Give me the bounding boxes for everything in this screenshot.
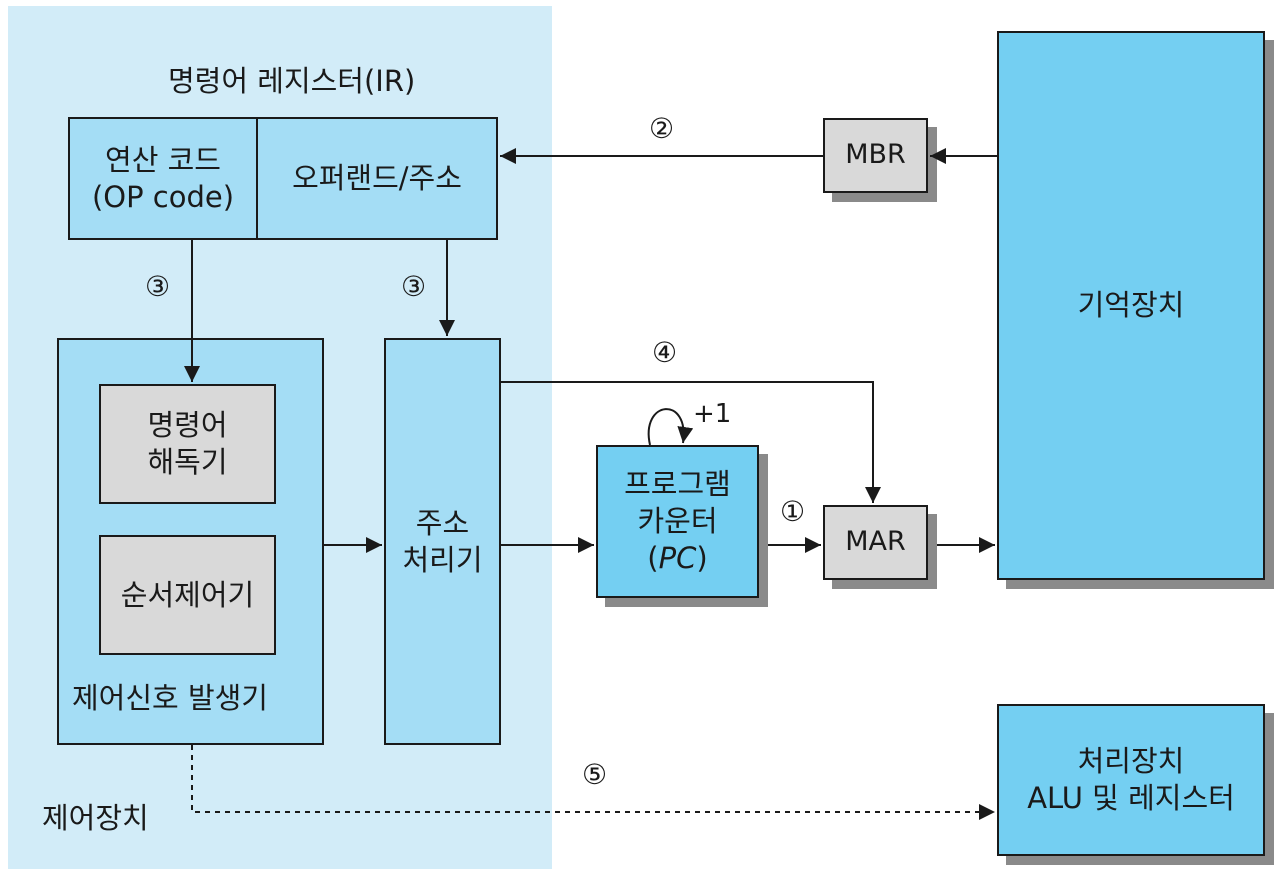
mar-register: MAR: [823, 505, 928, 580]
opcode-label-en: (OP code): [91, 179, 235, 214]
address-processor-label-2: 처리기: [402, 542, 483, 577]
memory-unit: 기억장치: [997, 31, 1265, 580]
ir-operand-field: 오퍼랜드/주소: [256, 117, 498, 240]
ir-opcode-field: 연산 코드 (OP code): [68, 117, 258, 240]
step-4-marker: ④: [652, 336, 678, 369]
processing-unit-label-1: 처리장치: [1077, 744, 1185, 779]
instruction-decoder: 명령어 해독기: [99, 384, 276, 504]
pc-abbr: PC: [658, 540, 697, 575]
address-processor-label-1: 주소: [415, 505, 470, 540]
decoder-label-1: 명령어: [147, 408, 228, 443]
pc-increment: +1: [693, 399, 732, 429]
mar-label: MAR: [845, 526, 906, 558]
signal-generator-label: 제어신호 발생기: [72, 681, 268, 715]
program-counter: 프로그램 카운터 (PC): [596, 445, 759, 598]
operand-label: 오퍼랜드/주소: [292, 161, 462, 196]
mbr-label: MBR: [845, 139, 906, 171]
arrow-pc-increment-loop: [647, 408, 694, 446]
pc-label-2: 카운터: [637, 504, 718, 539]
step-1-marker: ①: [780, 495, 806, 528]
step-3-left-marker: ③: [145, 270, 171, 303]
sequencer-label: 순서제어기: [120, 577, 255, 612]
memory-label: 기억장치: [1077, 288, 1185, 323]
opcode-label: 연산 코드: [105, 142, 221, 177]
step-3-right-marker: ③: [401, 270, 427, 303]
address-processor: 주소 처리기: [384, 338, 501, 745]
control-unit-label: 제어장치: [42, 801, 149, 835]
step-5-marker: ⑤: [582, 758, 608, 791]
pc-paren-close: ): [696, 540, 708, 575]
pc-label-1: 프로그램: [624, 467, 731, 502]
sequence-controller: 순서제어기: [99, 535, 276, 655]
pc-paren-open: (: [647, 540, 659, 575]
decoder-label-2: 해독기: [147, 445, 228, 479]
processing-unit: 처리장치 ALU 및 레지스터: [997, 704, 1265, 856]
ir-title: 명령어 레지스터(IR): [168, 64, 416, 98]
mbr-register: MBR: [823, 118, 928, 193]
processing-unit-label-2: ALU 및 레지스터: [1027, 781, 1235, 815]
step-2-marker: ②: [649, 112, 675, 145]
pc-abbr-line: (PC): [624, 540, 731, 577]
